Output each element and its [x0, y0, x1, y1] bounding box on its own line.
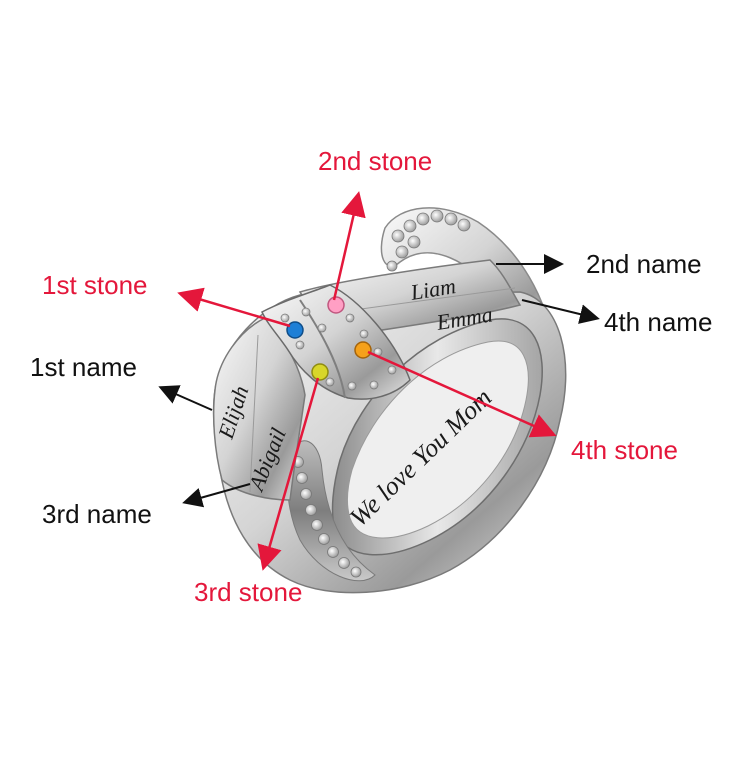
- name-arrows: [158, 254, 600, 508]
- arrow-1st-name: [158, 385, 213, 411]
- label-2nd-name: 2nd name: [586, 249, 702, 279]
- ring-illustration: Liam Emma Elijah Abigail We love You Mom: [212, 207, 567, 594]
- ring-lower-band: [286, 440, 376, 582]
- arrow-2nd-stone: [332, 191, 366, 301]
- label-1st-name: 1st name: [30, 352, 137, 382]
- label-2nd-stone: 2nd stone: [318, 146, 432, 176]
- label-3rd-stone: 3rd stone: [194, 577, 302, 607]
- label-1st-stone: 1st stone: [42, 270, 148, 300]
- label-3rd-name: 3rd name: [42, 499, 152, 529]
- stone-arrows: [177, 191, 557, 571]
- pave-diamonds-upper: [386, 209, 471, 272]
- arrow-3rd-stone: [257, 377, 320, 571]
- ring-left-band: [212, 317, 306, 501]
- label-4th-stone: 4th stone: [571, 435, 678, 465]
- stone-2: [327, 296, 345, 314]
- arrow-4th-name: [521, 299, 600, 324]
- arrow-3rd-name: [182, 483, 251, 508]
- stone-4: [354, 341, 372, 359]
- stone-3: [311, 363, 329, 381]
- ring-center-knot: [261, 284, 411, 400]
- birthstones: [286, 296, 372, 381]
- ring-inner-surface: [347, 340, 529, 539]
- label-4th-name: 4th name: [604, 307, 712, 337]
- band-divider-left: [249, 334, 259, 493]
- arrow-1st-stone: [177, 287, 291, 328]
- stone-1: [286, 321, 304, 339]
- knot-pave: [280, 307, 397, 391]
- arrow-4th-stone: [367, 350, 557, 438]
